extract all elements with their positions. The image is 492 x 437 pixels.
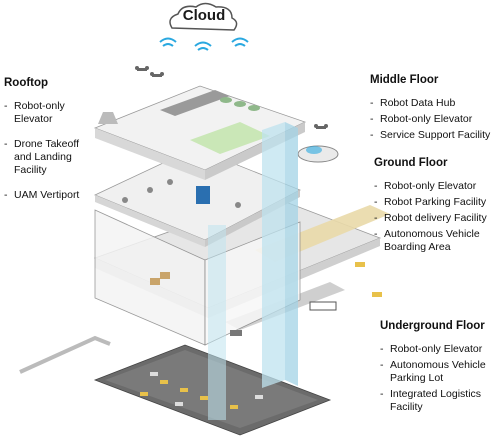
list-item: -Robot-only Elevator [374, 180, 477, 192]
list-item: -Autonomous Vehicle Parking Lot [380, 359, 486, 384]
wifi-icon-right [231, 37, 249, 47]
list-item: -Integrated Logistics Facility [380, 388, 482, 413]
logistics-tunnel [19, 335, 111, 374]
rooftop-section: Rooftop -Robot-only Elevator -Drone Take… [4, 77, 94, 214]
uam-vehicle-icon [297, 145, 339, 163]
list-item: -Autonomous Vehicle Boarding Area [374, 228, 480, 253]
list-item: -UAM Vertiport [4, 189, 80, 201]
wifi-icon-left [159, 37, 177, 47]
middle-floor-section: Middle Floor -Robot Data Hub -Robot-only… [370, 74, 492, 145]
list-item: -Robot-only Elevator [380, 343, 483, 355]
ground-floor-title: Ground Floor [374, 157, 448, 169]
light-tube [208, 225, 226, 420]
underground-floor-section: Underground Floor -Robot-only Elevator -… [380, 320, 492, 417]
list-item: -Drone Takeoff and Landing Facility [4, 138, 79, 176]
list-item: -Service Support Facility [370, 129, 491, 141]
list-item: -Robot-only Elevator [370, 113, 473, 125]
robot-elevator-shaft [262, 122, 298, 388]
rooftop-title: Rooftop [4, 77, 49, 89]
list-item: -Robot-only Elevator [4, 100, 65, 125]
cloud-label: Cloud [182, 7, 226, 24]
middle-floor-title: Middle Floor [370, 74, 439, 86]
underground-floor-title: Underground Floor [380, 320, 485, 332]
vehicles [150, 262, 382, 336]
list-item: -Robot Data Hub [370, 97, 456, 109]
wifi-icon-center [194, 41, 212, 51]
drone-icon [135, 66, 328, 129]
list-item: -Robot Parking Facility [374, 196, 487, 208]
ground-floor-section: Ground Floor -Robot-only Elevator -Robot… [374, 157, 492, 257]
cloud-icon [169, 2, 238, 31]
list-item: -Robot delivery Facility [374, 212, 487, 224]
